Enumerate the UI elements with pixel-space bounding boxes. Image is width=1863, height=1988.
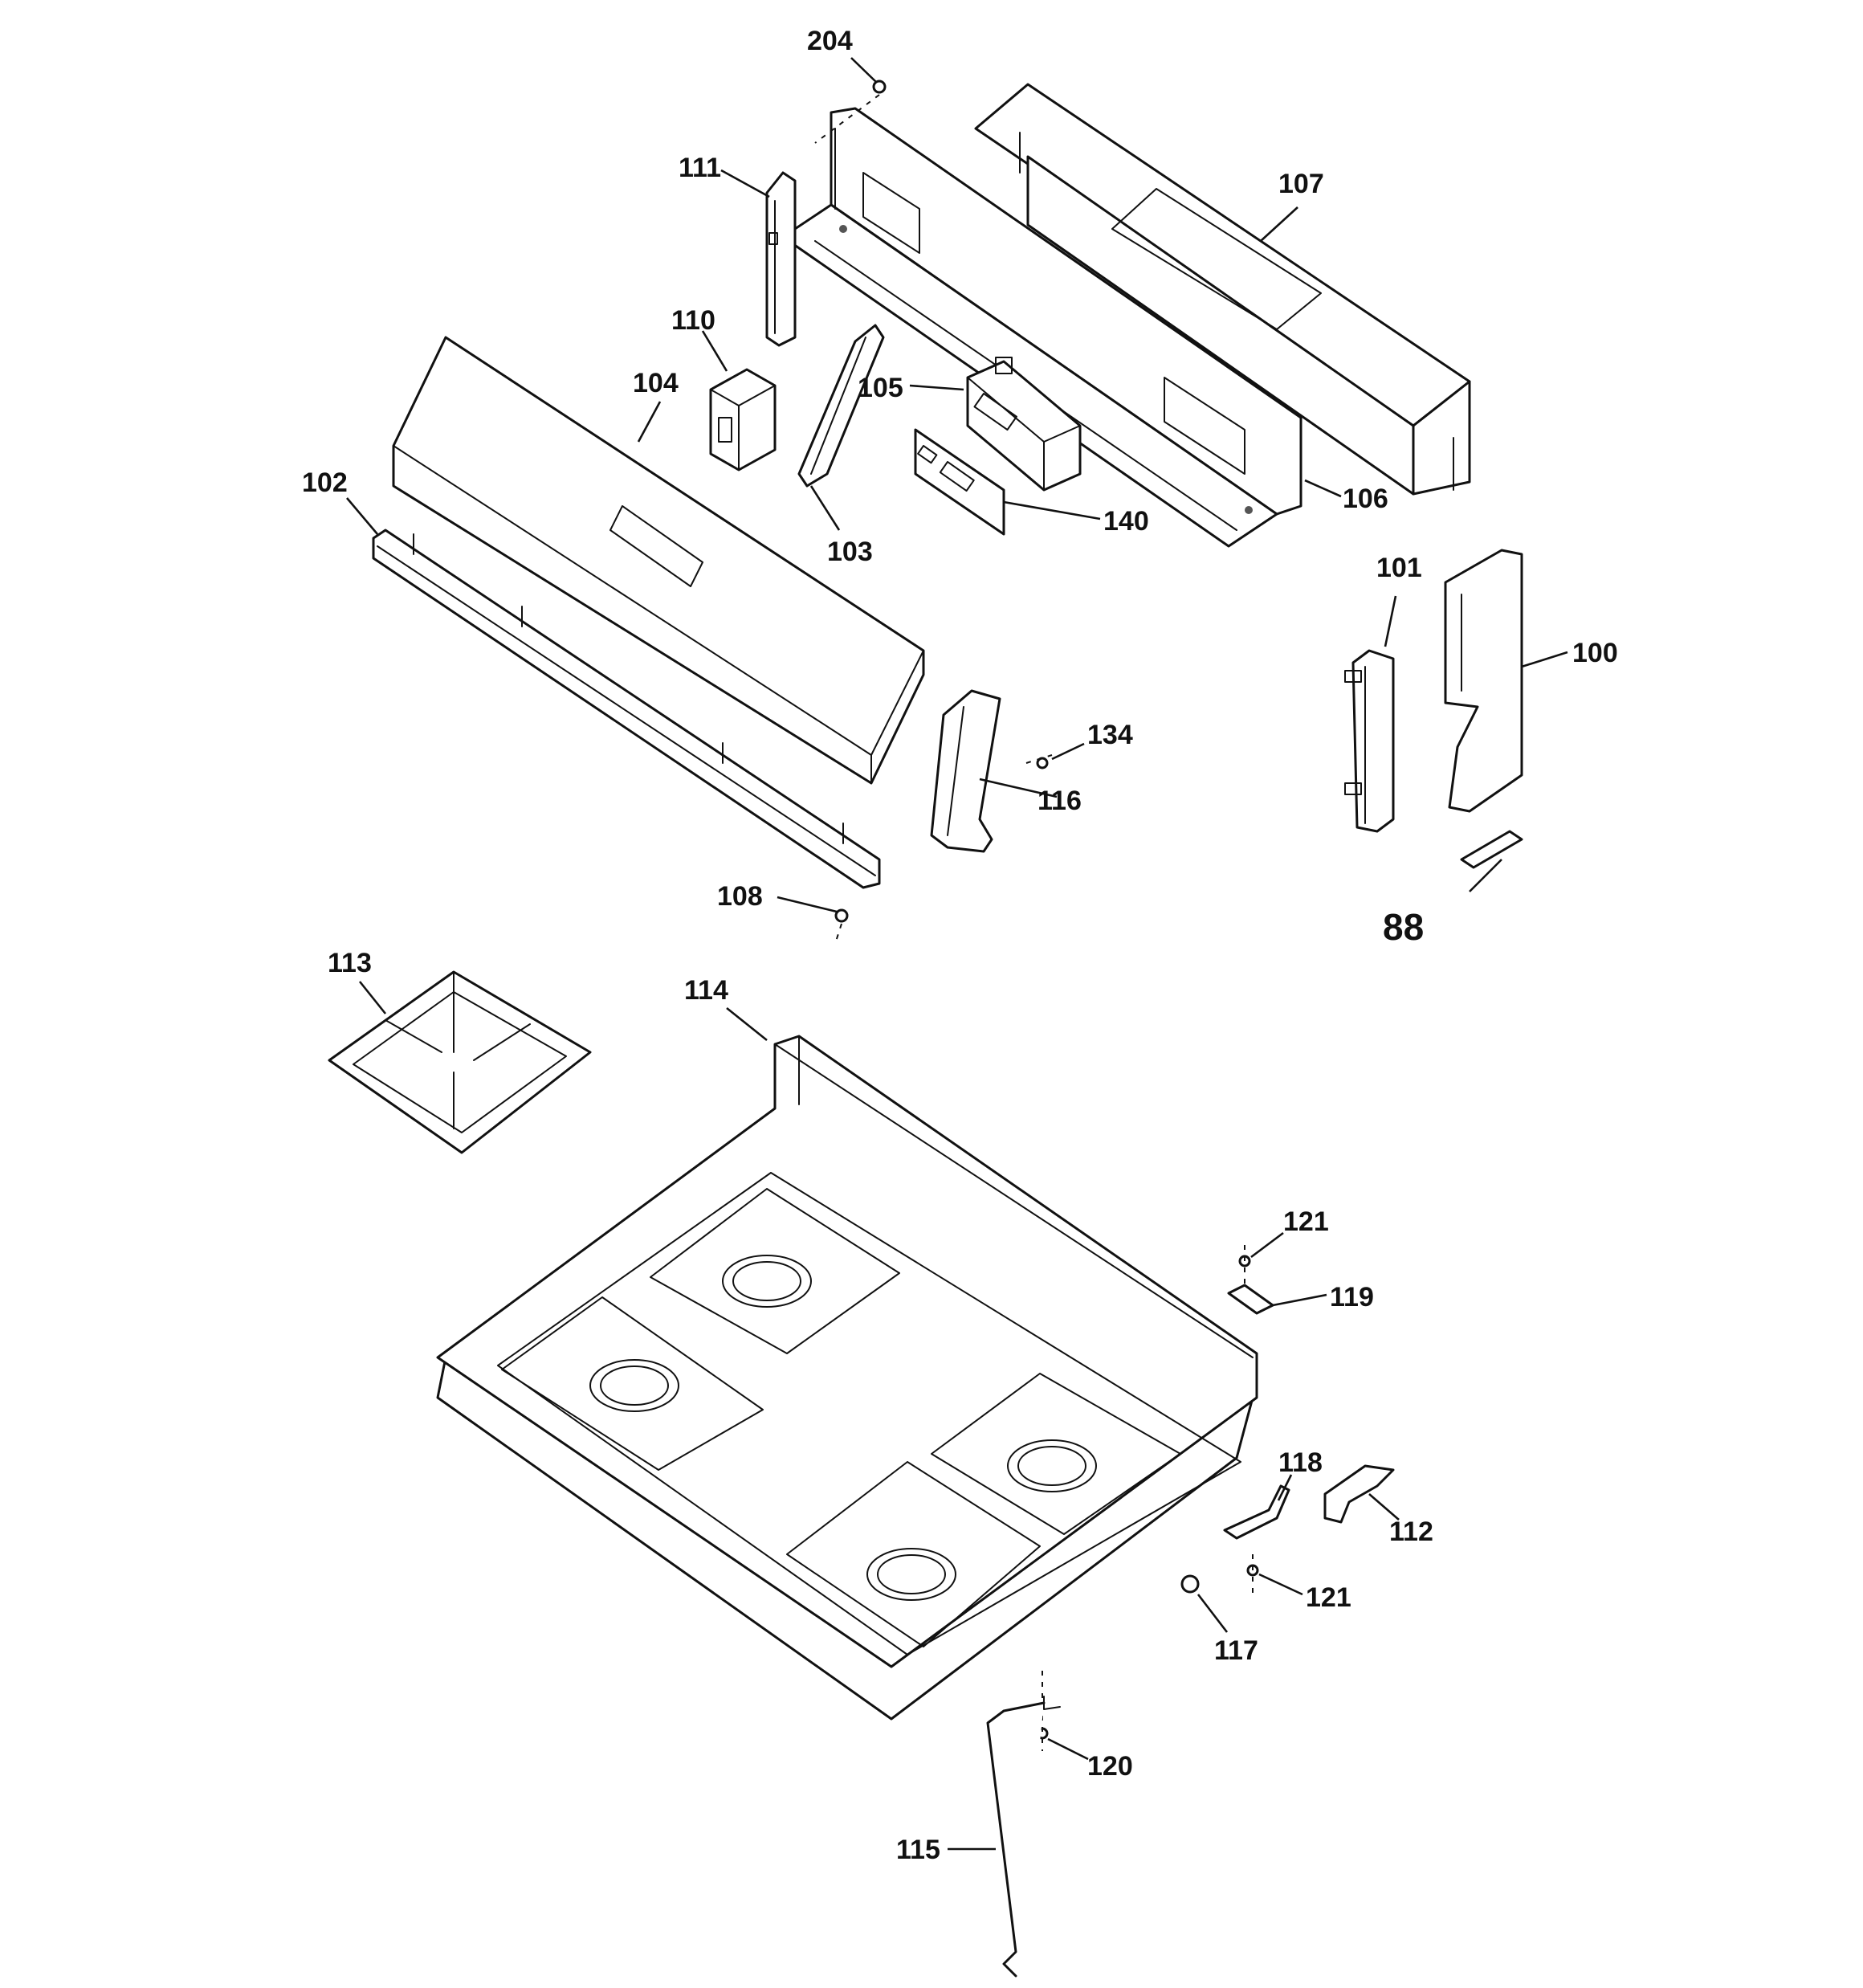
label-113: 113 <box>328 948 372 978</box>
part-103-strap <box>797 324 885 488</box>
part-101-side-bracket <box>1344 649 1395 833</box>
part-106-backguard-frame <box>781 107 1302 548</box>
label-118: 118 <box>1278 1447 1323 1478</box>
part-113-grate <box>328 970 592 1154</box>
label-106: 106 <box>1343 484 1388 514</box>
part-114-cooktop <box>436 1035 1258 1721</box>
label-119: 119 <box>1330 1282 1374 1312</box>
label-112: 112 <box>1389 1517 1433 1547</box>
label-110: 110 <box>671 305 715 336</box>
part-112-clip <box>1323 1464 1395 1524</box>
part-121-screw-upper <box>1238 1245 1251 1289</box>
part-102-front-trim <box>372 529 881 889</box>
label-101: 101 <box>1376 553 1422 583</box>
label-108: 108 <box>717 881 763 912</box>
label-114: 114 <box>684 975 728 1006</box>
label-120: 120 <box>1087 1751 1133 1782</box>
part-labels: 204 111 107 110 104 105 102 106 103 140 … <box>302 26 1618 1865</box>
label-117: 117 <box>1214 1635 1258 1666</box>
part-118-bracket <box>1223 1484 1290 1540</box>
label-107: 107 <box>1278 169 1324 199</box>
label-102: 102 <box>302 467 348 498</box>
part-107-rear-panel <box>974 83 1471 496</box>
part-117-nut <box>1180 1574 1200 1594</box>
part-105-control-board <box>966 357 1082 492</box>
label-115: 115 <box>896 1835 940 1865</box>
label-103: 103 <box>827 537 873 567</box>
part-115-rod <box>986 1696 1061 1978</box>
part-104-control-panel <box>392 336 925 785</box>
part-204-screw <box>814 80 887 144</box>
part-108-screw <box>834 908 849 945</box>
part-119-bracket <box>1227 1284 1274 1315</box>
part-140-overlay <box>914 428 1005 536</box>
label-105: 105 <box>858 373 903 403</box>
leader-lines <box>346 57 1568 1851</box>
part-111-bracket <box>765 171 797 347</box>
label-134: 134 <box>1087 720 1133 750</box>
label-104: 104 <box>633 368 679 398</box>
label-88: 88 <box>1383 906 1424 948</box>
label-140: 140 <box>1103 506 1149 537</box>
label-204: 204 <box>807 26 853 56</box>
label-121-lower: 121 <box>1306 1582 1351 1613</box>
label-100: 100 <box>1572 638 1618 668</box>
part-110-relay <box>709 368 777 471</box>
part-100-end-cap <box>1444 549 1523 813</box>
part-116-side-trim <box>930 689 1001 853</box>
label-116: 116 <box>1037 786 1082 816</box>
part-134-screw <box>1025 754 1053 769</box>
label-121-upper: 121 <box>1283 1206 1329 1237</box>
part-88-strip <box>1460 830 1523 869</box>
part-121-screw-lower <box>1246 1554 1259 1594</box>
label-111: 111 <box>679 153 721 183</box>
